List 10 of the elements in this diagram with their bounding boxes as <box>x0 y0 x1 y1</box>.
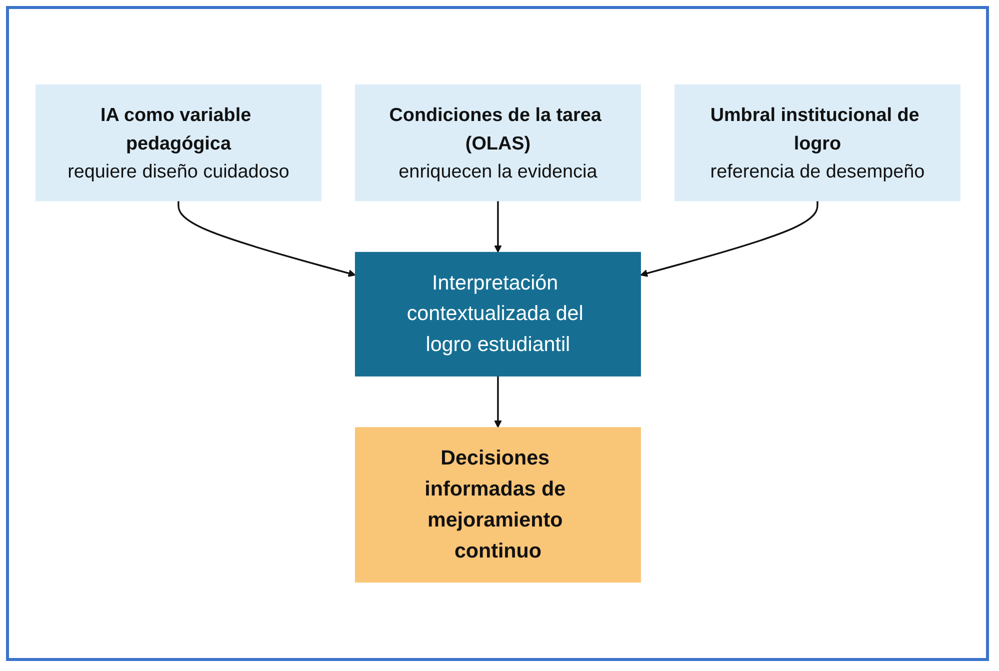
node-box <box>674 84 960 202</box>
arrow <box>177 200 356 277</box>
node-box <box>354 252 640 376</box>
diagram-frame: IA como variable pedagógica requiere diseño cuidadoso Condiciones de la tarea (OLAS) enriquecen la evidencia Umbral institucional de logro referencia de desempeño Interpretación contextualizada del logro estudiantil Decisiones informadas de mejoramiento continuo <box>6 6 989 661</box>
node-box <box>35 84 321 202</box>
node-box <box>354 84 640 202</box>
arrow <box>640 200 818 277</box>
arrow <box>494 200 502 253</box>
arrow <box>494 376 502 428</box>
node-box <box>354 427 640 583</box>
